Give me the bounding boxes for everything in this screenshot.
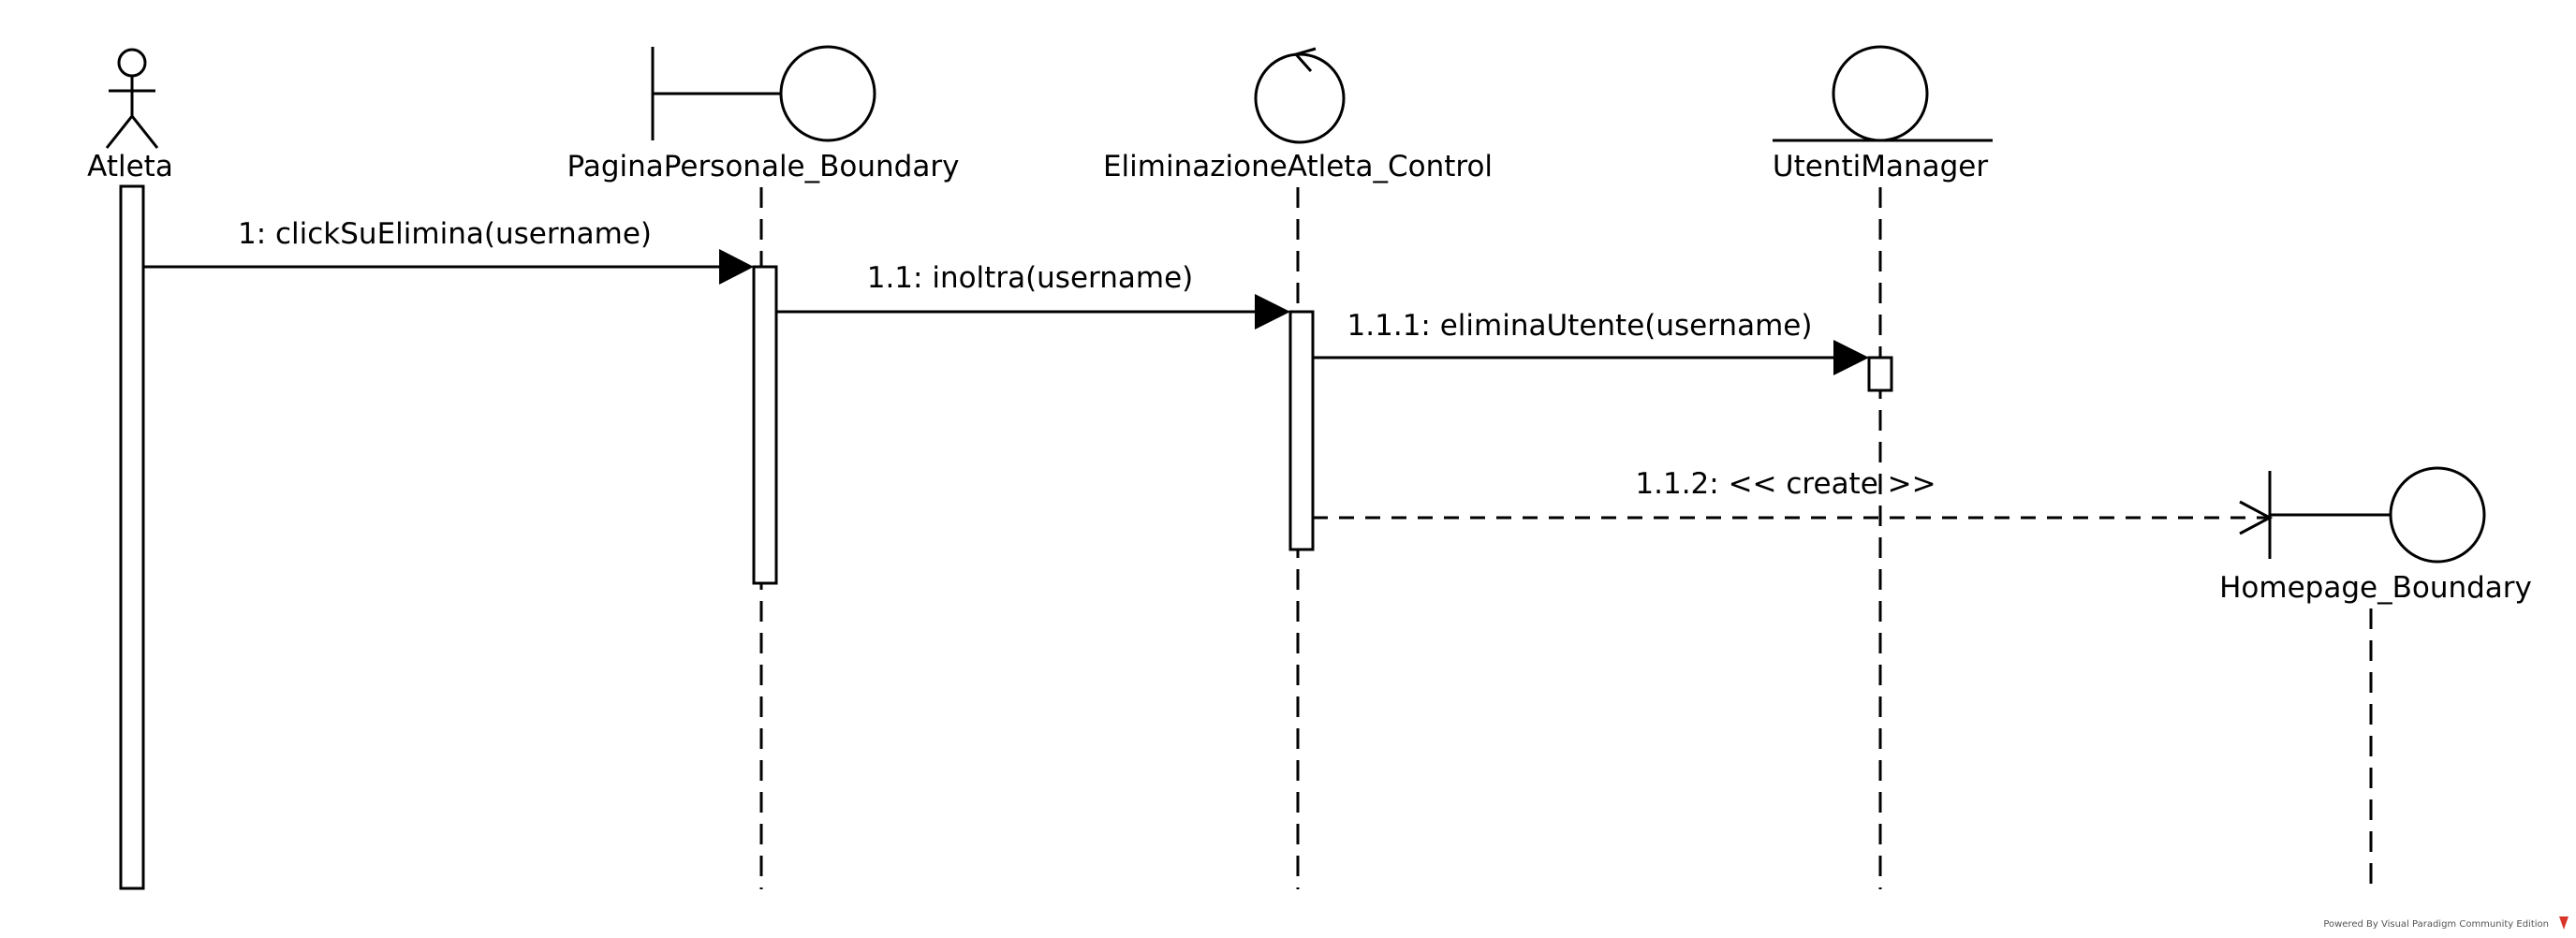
participant-label-manager: UtentiManager — [1773, 150, 1988, 183]
control-icon — [1254, 47, 1346, 144]
participant-label-atleta: Atleta — [87, 150, 173, 183]
activation-pagina — [752, 265, 778, 585]
message-label-1-1: 1.1: inoltra(username) — [867, 261, 1194, 295]
activation-control — [1288, 310, 1315, 551]
entity-icon-manager — [1773, 45, 1993, 142]
arrowhead-filled-icon — [1255, 294, 1290, 330]
actor-atleta — [105, 48, 159, 149]
message-label-1-1-1: 1.1.1: eliminaUtente(username) — [1347, 309, 1813, 343]
boundary-icon-homepage — [2268, 466, 2486, 564]
message-label-1-1-2: 1.1.2: << create >> — [1635, 467, 1936, 501]
arrowhead-filled-icon — [1833, 340, 1869, 375]
activation-manager — [1867, 356, 1893, 392]
message-1 — [143, 249, 754, 285]
message-1-1 — [776, 294, 1290, 330]
participant-label-homepage: Homepage_Boundary — [2219, 571, 2532, 605]
boundary-icon-pagina — [651, 45, 876, 142]
actor-head-icon — [117, 48, 147, 78]
activation-atleta — [119, 184, 145, 890]
message-label-1: 1: clickSuElimina(username) — [238, 217, 652, 251]
visual-paradigm-logo-icon — [2559, 916, 2569, 930]
arrowhead-filled-icon — [719, 249, 754, 285]
arrowhead-open-icon — [2239, 500, 2274, 535]
message-1-1-1 — [1313, 340, 1869, 375]
watermark-text: Powered By Visual Paradigm Community Edi… — [2323, 919, 2549, 930]
participant-label-pagina: PaginaPersonale_Boundary — [567, 150, 960, 183]
message-1-1-2 — [1313, 500, 2274, 535]
participant-label-control: EliminazioneAtleta_Control — [1103, 150, 1493, 183]
